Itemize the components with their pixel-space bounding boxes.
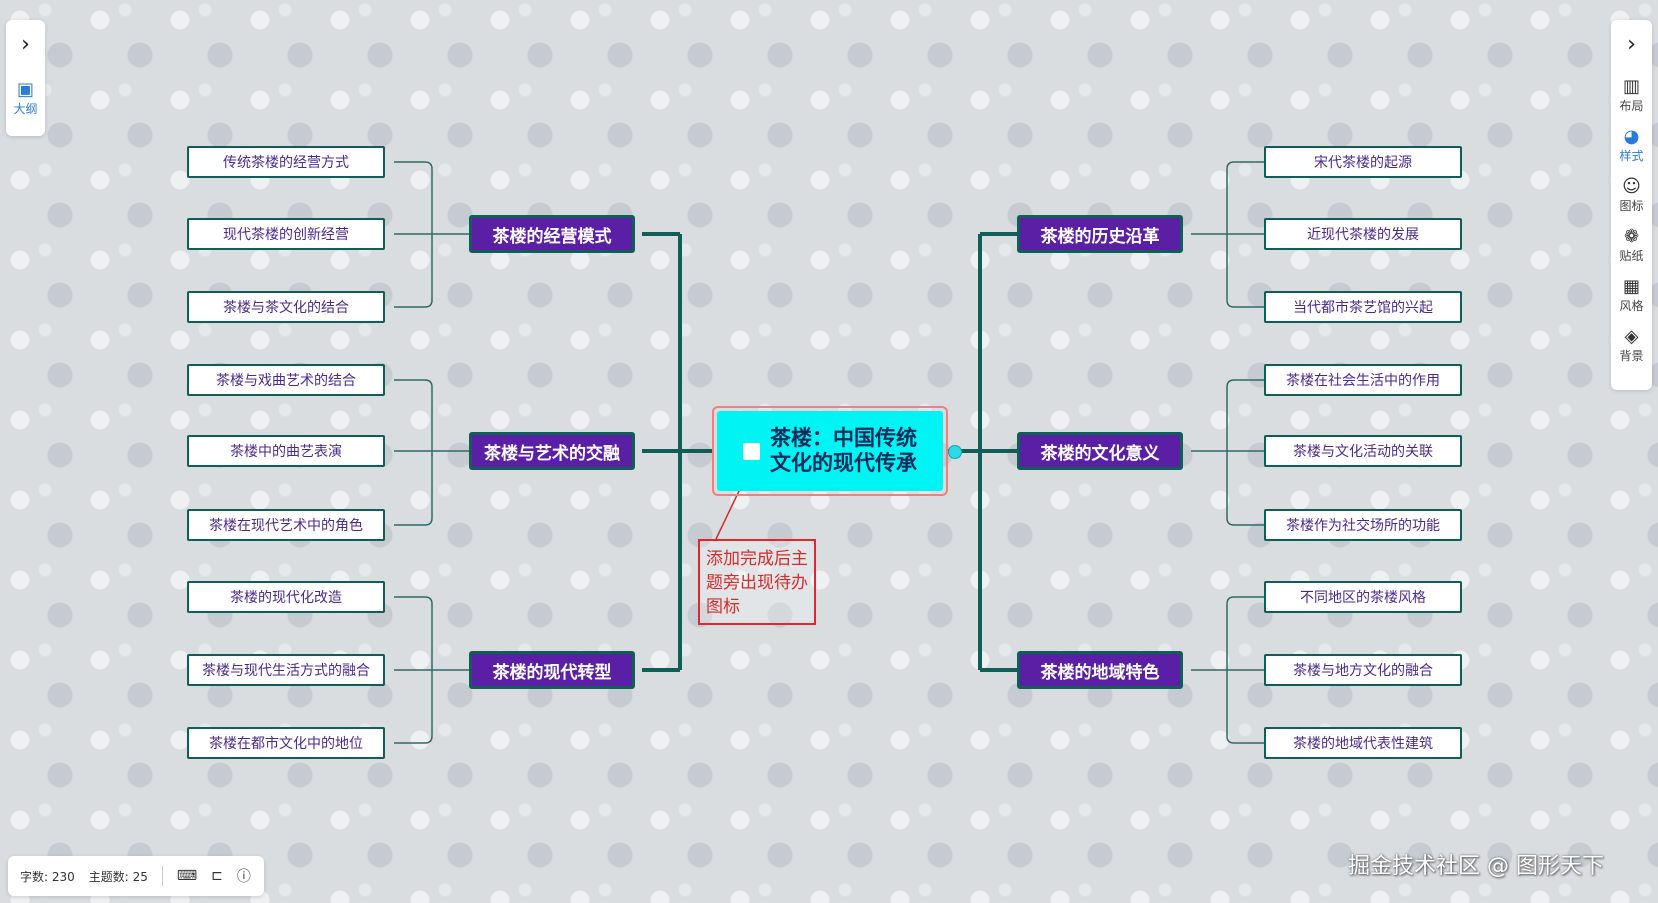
layers-icon: ◈ <box>1624 325 1639 347</box>
subtopic[interactable]: 茶楼在社会生活中的作用 <box>1264 364 1462 396</box>
root-topic-selection[interactable]: 茶楼：中国传统 文化的现代传承 <box>712 406 948 496</box>
word-count: 字数: 230 <box>20 869 75 884</box>
subtopic[interactable]: 传统茶楼的经营方式 <box>187 146 385 178</box>
outline-button[interactable]: ▣ 大纲 <box>6 70 45 126</box>
chevron-right-icon: › <box>1627 32 1636 57</box>
keyboard-icon[interactable]: ⌨ <box>176 868 198 884</box>
root-topic-title: 茶楼：中国传统 文化的现代传承 <box>770 426 917 475</box>
subtopic[interactable]: 茶楼的现代化改造 <box>187 581 385 613</box>
annotation-note: 添加完成后主题旁出现待办图标 <box>698 539 816 625</box>
smiley-icon: ☺ <box>1622 175 1641 197</box>
subtopic[interactable]: 茶楼作为社交场所的功能 <box>1264 509 1462 541</box>
background-button[interactable]: ◈ 背景 <box>1611 320 1652 370</box>
layout-label: 布局 <box>1619 98 1644 113</box>
layout-icon: ▥ <box>1622 75 1640 97</box>
outline-label: 大纲 <box>13 101 38 116</box>
subtopic[interactable]: 茶楼在都市文化中的地位 <box>187 727 385 759</box>
branch-lines-right <box>1191 161 1264 744</box>
trunk-lines-left <box>642 232 712 672</box>
branch-lines-left <box>394 161 469 744</box>
background-label: 背景 <box>1619 348 1644 363</box>
grid-icon: ▦ <box>1622 275 1640 297</box>
subtopic[interactable]: 茶楼与茶文化的结合 <box>187 291 385 323</box>
style-button[interactable]: ◕ 样式 <box>1611 120 1652 170</box>
subtopic[interactable]: 茶楼与现代生活方式的融合 <box>187 654 385 686</box>
main-topic-modern-transformation[interactable]: 茶楼的现代转型 <box>469 651 635 689</box>
chevron-right-icon: › <box>21 32 30 57</box>
subtopic[interactable]: 近现代茶楼的发展 <box>1264 218 1462 250</box>
layout-button[interactable]: ▥ 布局 <box>1611 70 1652 120</box>
sticker-icon: ❁ <box>1623 225 1640 247</box>
subtopic[interactable]: 茶楼的地域代表性建筑 <box>1264 727 1462 759</box>
left-toolbar: › ▣ 大纲 <box>6 20 45 136</box>
main-topic-business-model[interactable]: 茶楼的经营模式 <box>469 215 635 253</box>
format-icon[interactable]: ⊏ <box>211 868 223 884</box>
main-topic-history[interactable]: 茶楼的历史沿革 <box>1017 215 1183 253</box>
right-toolbar: › ▥ 布局 ◕ 样式 ☺ 图标 ❁ 贴纸 ▦ 风格 ◈ 背景 <box>1611 20 1652 390</box>
subtopic[interactable]: 茶楼中的曲艺表演 <box>187 435 385 467</box>
subtopic[interactable]: 茶楼在现代艺术中的角色 <box>187 509 385 541</box>
icon-label: 图标 <box>1619 198 1644 213</box>
main-topic-regional-features[interactable]: 茶楼的地域特色 <box>1017 651 1183 689</box>
todo-checkbox-icon[interactable] <box>743 442 760 460</box>
subtopic[interactable]: 当代都市茶艺馆的兴起 <box>1264 291 1462 323</box>
style-label: 样式 <box>1619 148 1644 163</box>
theme-label: 风格 <box>1619 298 1644 313</box>
status-bar: 字数: 230 主题数: 25 ⌨ ⊏ ⓘ <box>8 856 264 896</box>
topic-count: 主题数: 25 <box>88 869 148 884</box>
main-topic-cultural-meaning[interactable]: 茶楼的文化意义 <box>1017 432 1183 470</box>
subtopic[interactable]: 宋代茶楼的起源 <box>1264 146 1462 178</box>
sticker-label: 贴纸 <box>1619 248 1644 263</box>
info-icon[interactable]: ⓘ <box>236 869 251 885</box>
sticker-button[interactable]: ❁ 贴纸 <box>1611 220 1652 270</box>
right-panel-toggle[interactable]: › <box>1611 20 1652 70</box>
icon-button[interactable]: ☺ 图标 <box>1611 170 1652 220</box>
divider <box>161 866 163 886</box>
collapse-toggle[interactable] <box>948 445 962 459</box>
outline-icon: ▣ <box>16 78 34 100</box>
subtopic[interactable]: 茶楼与文化活动的关联 <box>1264 435 1462 467</box>
main-topic-art-fusion[interactable]: 茶楼与艺术的交融 <box>469 432 635 470</box>
root-topic[interactable]: 茶楼：中国传统 文化的现代传承 <box>717 411 943 491</box>
theme-button[interactable]: ▦ 风格 <box>1611 270 1652 320</box>
subtopic[interactable]: 不同地区的茶楼风格 <box>1264 581 1462 613</box>
left-panel-toggle[interactable]: › <box>6 20 45 70</box>
palette-icon: ◕ <box>1623 125 1640 147</box>
subtopic[interactable]: 现代茶楼的创新经营 <box>187 218 385 250</box>
subtopic[interactable]: 茶楼与戏曲艺术的结合 <box>187 364 385 396</box>
watermark: 掘金技术社区 @ 图形天下 <box>1348 854 1604 879</box>
subtopic[interactable]: 茶楼与地方文化的融合 <box>1264 654 1462 686</box>
